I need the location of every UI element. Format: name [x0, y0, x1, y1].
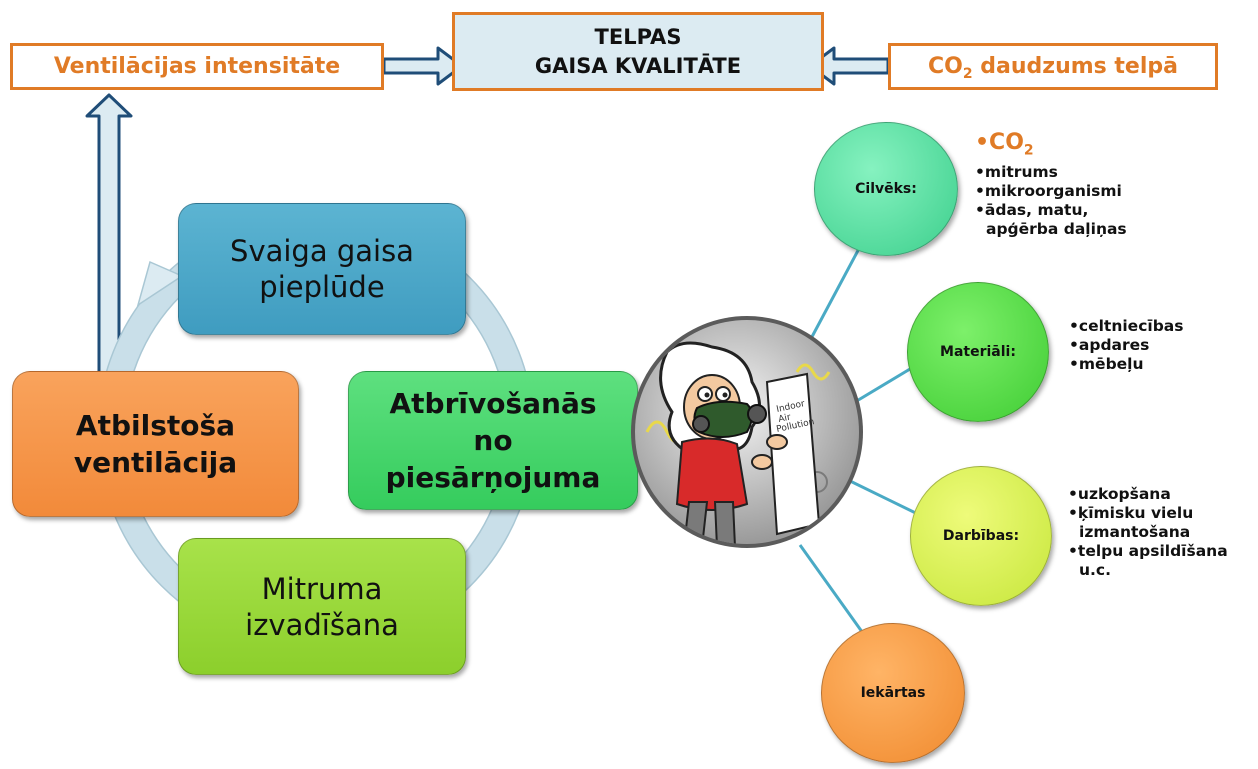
arrow-up-to-intensity	[85, 93, 133, 380]
source-human-label: Cilvēks:	[855, 181, 917, 197]
human-item-3-text: ādas, matu,	[984, 201, 1089, 220]
co2-amount-suffix: daudzums telpā	[972, 54, 1178, 79]
human-co2-subscript: 2	[1023, 142, 1034, 159]
pollution-removal-line1: Atbrīvošanās	[389, 387, 597, 420]
moisture-removal-box: Mitruma izvadīšana	[178, 538, 466, 675]
pollution-removal-box: Atbrīvošanās no piesārņojuma	[348, 371, 638, 510]
activities-item-2: •ķīmisku vielu	[1068, 504, 1194, 522]
activities-item-1: •uzkopšana	[1068, 485, 1171, 503]
pollution-illustration: Indoor Air Pollution	[631, 316, 863, 548]
adequate-ventilation-line1: Atbilstoša	[75, 409, 236, 442]
moisture-removal-line1: Mitruma	[261, 571, 383, 606]
source-circle-materials: Materiāli:	[907, 282, 1049, 422]
room-air-quality-box: TELPAS GAISA KVALITĀTE	[452, 12, 824, 91]
activities-item-2-cont: izmantošana	[1079, 523, 1191, 541]
source-circle-human: Cilvēks:	[814, 122, 958, 256]
fresh-air-supply-box: Svaiga gaisa pieplūde	[178, 203, 466, 335]
source-circle-activities: Darbības:	[910, 466, 1052, 606]
scroll-text-2: Air	[778, 413, 792, 425]
co2-amount-prefix: CO	[928, 54, 963, 79]
adequate-ventilation-box: Atbilstoša ventilācija	[12, 371, 299, 517]
fresh-air-line2: pieplūde	[259, 270, 385, 304]
human-item-3: •ādas, matu,	[975, 201, 1089, 220]
pollution-removal-line2: no	[473, 424, 513, 457]
pollution-removal-line3: piesārņojuma	[385, 461, 601, 494]
fresh-air-line1: Svaiga gaisa	[230, 234, 414, 268]
human-item-3-cont: apģērba daļiņas	[975, 220, 1127, 239]
source-circle-equipment: Iekārtas	[821, 623, 965, 763]
room-air-quality-line1: TELPAS	[594, 24, 682, 49]
source-equipment-label: Iekārtas	[860, 685, 926, 701]
moisture-removal-line2: izvadīšana	[245, 607, 399, 642]
human-item-2-text: mikroorganismi	[984, 182, 1122, 201]
human-co2-prefix: •CO	[975, 130, 1024, 155]
ventilation-intensity-label: Ventilācijas intensitāte	[53, 54, 341, 79]
adequate-ventilation-line2: ventilācija	[73, 446, 238, 479]
human-co2-item: •CO2	[975, 130, 1127, 163]
human-item-4-text: apģērba daļiņas	[986, 220, 1127, 239]
arrow-left-to-center	[382, 46, 464, 86]
human-item-1-text: mitrums	[984, 163, 1058, 182]
activities-item-3: •telpu apsildīšana	[1068, 542, 1228, 560]
room-air-quality-line2: GAISA KVALITĀTE	[534, 53, 742, 78]
materials-item-2: •apdares	[1069, 336, 1150, 354]
materials-item-3: •mēbeļu	[1069, 355, 1144, 373]
co2-amount-box: CO2 daudzums telpā	[888, 43, 1218, 90]
materials-sources-list: •celtniecības •apdares •mēbeļu	[1069, 317, 1183, 374]
human-item-1: •mitrums	[975, 163, 1058, 182]
activities-sources-list: •uzkopšana •ķīmisku vielu izmantošana •t…	[1068, 485, 1228, 580]
human-sources-list: •CO2 •mitrums •mikroorganismi •ādas, mat…	[975, 130, 1127, 239]
ventilation-intensity-box: Ventilācijas intensitāte	[10, 43, 384, 90]
source-activities-label: Darbības:	[942, 528, 1020, 544]
source-materials-label: Materiāli:	[940, 344, 1016, 360]
human-item-2: •mikroorganismi	[975, 182, 1122, 201]
materials-item-1: •celtniecības	[1069, 317, 1184, 335]
activities-item-3-cont: u.c.	[1079, 561, 1111, 579]
co2-amount-subscript: 2	[962, 66, 973, 82]
co2-amount-label: CO2 daudzums telpā	[928, 54, 1178, 82]
